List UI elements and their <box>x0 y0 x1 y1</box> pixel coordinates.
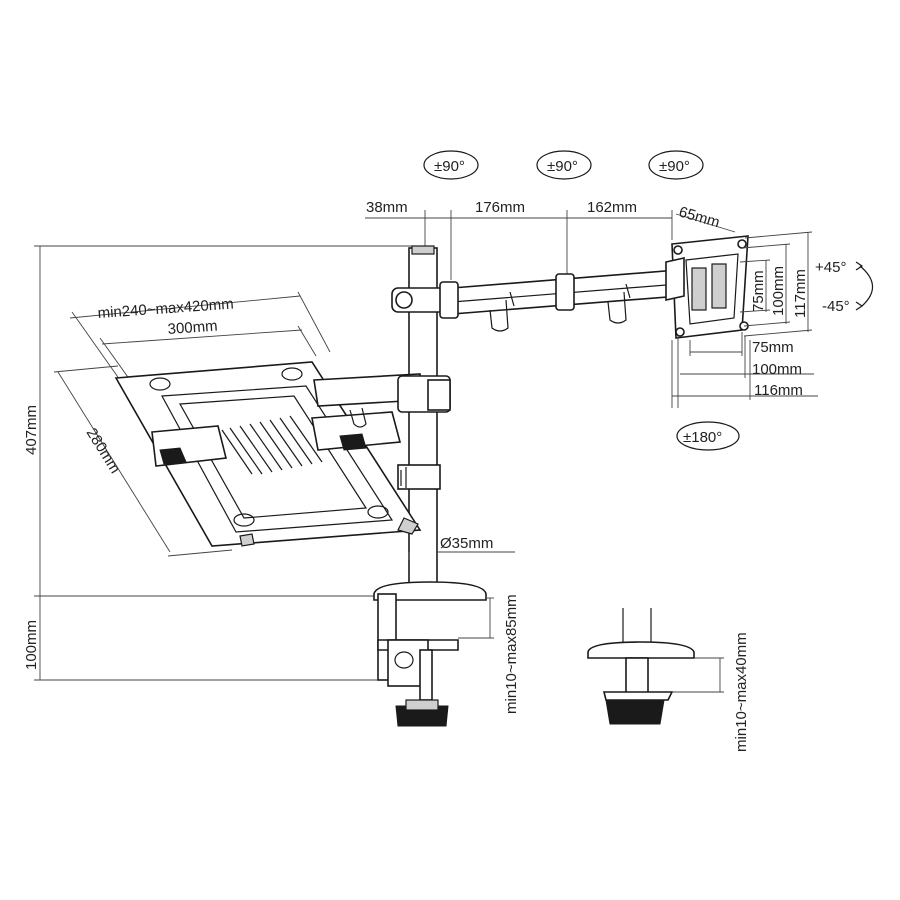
laptop-tray <box>114 361 422 547</box>
dim-vesa-h-100: 100mm <box>752 361 802 378</box>
tray-arm <box>313 373 451 428</box>
dim-tray-depth: 280mm <box>83 425 124 476</box>
tilt-arc <box>855 261 874 311</box>
dim-vesa-v-75: 75mm <box>750 270 767 312</box>
c-clamp-dimension <box>458 597 494 639</box>
rotation-label-arm-2: ±90° <box>547 158 578 175</box>
rotation-label-vesa: ±180° <box>683 429 722 446</box>
vesa-plate <box>665 235 749 339</box>
dim-pole-height: 407mm <box>23 405 40 455</box>
dim-vesa-v-100: 100mm <box>770 266 787 316</box>
dim-arm-segment-2: 162mm <box>587 199 637 216</box>
pole-diameter-dimension <box>408 551 515 560</box>
dim-pole-offset: 38mm <box>366 199 408 216</box>
tray-dimension-lines <box>53 291 331 557</box>
dim-vesa-v-117: 117mm <box>792 269 809 318</box>
rotation-badge-arm-3: ±90° <box>648 150 704 180</box>
dim-vesa-h-75: 75mm <box>752 339 794 356</box>
dim-tray-base-width: 300mm <box>167 318 218 338</box>
tilt-up-label: +45° <box>815 259 846 276</box>
rotation-label-arm-1: ±90° <box>434 158 465 175</box>
rotation-badge-arm-2: ±90° <box>536 150 592 180</box>
tilt-down-label: -45° <box>822 298 850 315</box>
rotation-badge-arm-1: ±90° <box>423 150 479 180</box>
dim-arm-segment-1: 176mm <box>475 199 525 216</box>
vesa-dimension-lines <box>671 231 818 408</box>
arm-dimension-line <box>365 210 736 280</box>
grommet-mount <box>587 608 695 725</box>
dim-head-depth: 65mm <box>677 204 722 232</box>
dim-grommet-range: min10~max40mm <box>733 632 750 752</box>
rotation-label-arm-3: ±90° <box>659 158 690 175</box>
dim-clamp-height: 100mm <box>23 620 40 670</box>
dim-c-clamp-range: min10~max85mm <box>503 594 520 714</box>
grommet-dimension <box>672 657 724 693</box>
dim-pole-diameter: Ø35mm <box>440 535 493 552</box>
pole-height-dimension <box>34 245 420 681</box>
rotation-badge-vesa: ±180° <box>676 421 740 451</box>
monitor-arm <box>391 269 681 332</box>
dim-vesa-h-116: 116mm <box>754 382 803 399</box>
c-clamp <box>373 581 487 727</box>
